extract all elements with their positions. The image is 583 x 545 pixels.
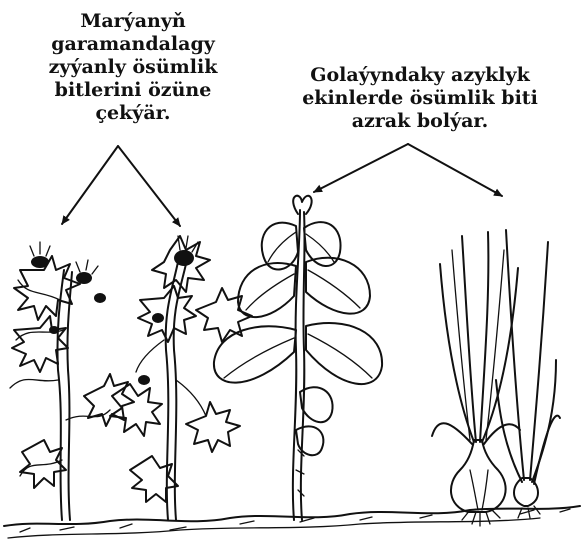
arrows (62, 144, 502, 226)
arrow-right-1 (314, 144, 408, 192)
thistle-plant-right (110, 236, 252, 520)
thistle-plant-left (10, 242, 134, 520)
onion-plant (432, 230, 560, 526)
arrow-left-2 (118, 146, 180, 226)
leafy-crop-plant (214, 196, 382, 520)
arrow-left-1 (62, 146, 118, 224)
arrow-right-2 (408, 144, 502, 196)
